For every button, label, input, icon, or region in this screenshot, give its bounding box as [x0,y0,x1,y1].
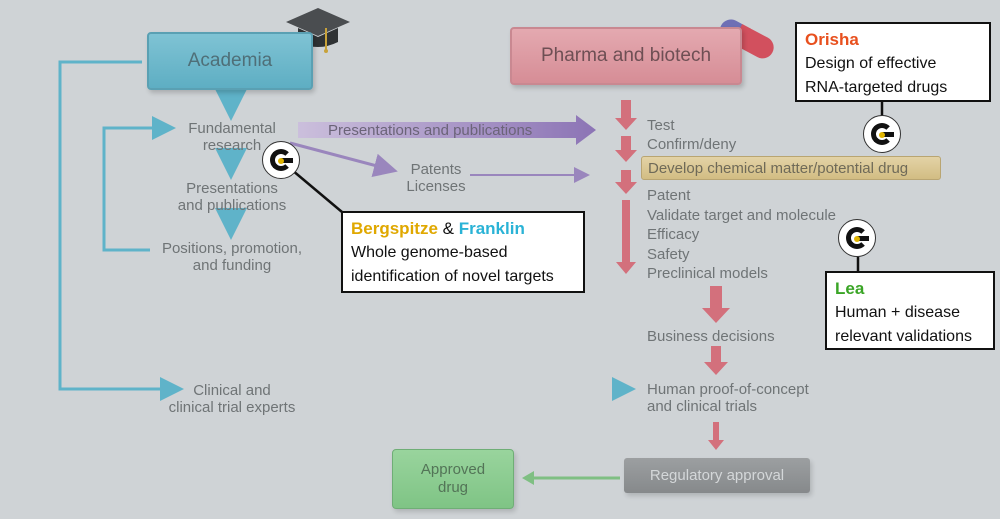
patents-diagonal-line [289,141,398,177]
regulatory-approval-box: Regulatory approval [624,458,810,493]
bergspitze-name: Bergspitze [351,219,438,238]
franklin-name: Franklin [458,219,525,238]
company-logo-icon [838,219,876,257]
pharma-long-arrow [616,200,636,274]
pharma-steps-list: Patent Validate target and molecule Effi… [647,187,837,283]
bergspitze-franklin-callout: Bergspitze & Franklin Whole genome-based… [341,211,585,293]
academia-to-clinical-line [58,60,184,401]
pharma-biotech-box: Pharma and biotech [510,27,742,85]
orisha-name: Orisha [805,30,859,49]
bergspitze-connector [291,169,343,213]
company-logo-icon [262,141,300,179]
lea-name: Lea [835,279,865,298]
feedback-loop-line [102,116,176,252]
develop-chemical-matter-box: Develop chemical matter/potential drug [641,156,941,180]
regulatory-arrow [708,422,724,450]
positions-promotion-label: Positions, promotion,and funding [161,240,303,274]
pharma-arrow-2 [615,136,637,162]
orisha-callout: Orisha Design of effective RNA-targeted … [795,22,991,102]
business-decisions-label: Business decisions [647,328,775,345]
pharma-arrow-1 [615,100,637,130]
academia-box: Academia [147,32,313,90]
company-logo-icon [863,115,901,153]
presentations-flow-arrow [298,115,596,145]
presentations-flow-label: Presentations and publications [328,122,533,139]
poc-arrow [704,346,728,375]
business-arrow [702,286,730,323]
pharma-arrow-3 [615,170,637,194]
lea-callout: Lea Human + disease relevant validations [825,271,995,350]
